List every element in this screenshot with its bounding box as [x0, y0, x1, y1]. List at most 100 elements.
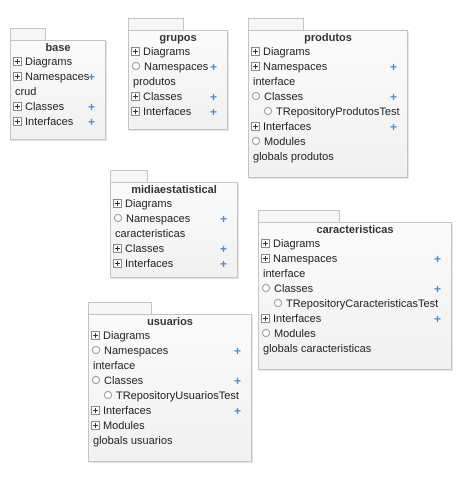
add-icon[interactable]: +	[219, 242, 227, 256]
expand-icon[interactable]	[113, 198, 122, 208]
section-diagrams[interactable]: Diagrams	[259, 237, 451, 252]
circle-node-icon	[262, 284, 270, 293]
section-classes[interactable]: Classes+	[249, 90, 407, 105]
row-label: globals produtos	[253, 151, 334, 163]
section-interfaces[interactable]: Interfaces+	[129, 105, 227, 120]
expand-icon[interactable]	[131, 106, 140, 116]
section-interfaces[interactable]: Interfaces+	[259, 312, 451, 327]
add-icon[interactable]: +	[209, 90, 217, 104]
row-label: Namespaces	[273, 253, 338, 265]
section-classes[interactable]: Classes+	[129, 90, 227, 105]
circle-node-icon	[262, 329, 270, 338]
row-label: Diagrams	[143, 46, 191, 58]
section-namespaces[interactable]: Namespaces+	[111, 212, 237, 227]
section-modules[interactable]: Modules	[249, 135, 407, 150]
section-interfaces[interactable]: Interfaces+	[89, 404, 251, 419]
row-label: Namespaces	[144, 61, 209, 73]
class-item[interactable]: TRepositoryProdutosTest	[249, 105, 407, 120]
section-diagrams[interactable]: Diagrams	[129, 45, 227, 60]
expand-icon[interactable]	[261, 253, 270, 263]
add-icon[interactable]: +	[233, 404, 241, 418]
section-diagrams[interactable]: Diagrams	[111, 197, 237, 212]
expand-icon[interactable]	[13, 56, 22, 66]
namespace-value: globals produtos	[249, 150, 407, 165]
row-label: TRepositoryUsuariosTest	[116, 390, 239, 402]
package-title: grupos	[159, 32, 197, 44]
class-item[interactable]: TRepositoryUsuariosTest	[89, 389, 251, 404]
expand-icon[interactable]	[261, 313, 270, 323]
add-icon[interactable]: +	[433, 282, 441, 296]
class-item[interactable]: TRepositoryCaracteristicasTest	[259, 297, 451, 312]
expand-icon[interactable]	[13, 71, 22, 81]
section-modules[interactable]: Modules	[259, 327, 451, 342]
expand-icon[interactable]	[131, 91, 140, 101]
row-label: caracteristicas	[115, 228, 186, 240]
expand-icon[interactable]	[131, 46, 140, 56]
section-classes[interactable]: Classes +	[259, 282, 451, 297]
expand-icon[interactable]	[13, 116, 22, 126]
row-label: Interfaces	[125, 258, 174, 270]
section-diagrams[interactable]: Diagrams	[11, 55, 105, 70]
expand-icon[interactable]	[251, 46, 260, 56]
expand-icon[interactable]	[251, 61, 260, 71]
namespace-value: caracteristicas	[111, 227, 237, 242]
package-tab	[110, 170, 148, 183]
row-label: Modules	[274, 328, 316, 340]
section-namespaces[interactable]: Namespaces +	[249, 60, 407, 75]
expand-icon[interactable]	[113, 243, 122, 253]
add-icon[interactable]: +	[87, 70, 95, 84]
add-icon[interactable]: +	[209, 60, 217, 74]
package-tab	[128, 18, 184, 31]
expand-icon[interactable]	[251, 121, 260, 131]
add-icon[interactable]: +	[87, 100, 95, 114]
add-icon[interactable]: +	[87, 115, 95, 129]
add-icon[interactable]: +	[219, 257, 227, 271]
circle-node-icon	[274, 299, 282, 308]
expand-icon[interactable]	[261, 238, 270, 248]
namespace-value: interface	[89, 359, 251, 374]
section-namespaces[interactable]: Namespaces+	[11, 70, 105, 85]
row-label: produtos	[133, 76, 176, 88]
section-diagrams[interactable]: Diagrams	[89, 329, 251, 344]
row-label: Classes	[274, 283, 314, 295]
add-icon[interactable]: +	[209, 105, 217, 119]
section-classes[interactable]: Classes+	[111, 242, 237, 257]
section-interfaces[interactable]: Interfaces+	[11, 115, 105, 130]
section-classes[interactable]: Classes+	[89, 374, 251, 389]
expand-icon[interactable]	[91, 420, 100, 430]
add-icon[interactable]: +	[219, 212, 227, 226]
section-modules[interactable]: Modules	[89, 419, 251, 434]
add-icon[interactable]: +	[433, 312, 441, 326]
expand-icon[interactable]	[91, 330, 100, 340]
row-label: Namespaces	[263, 61, 328, 73]
add-icon[interactable]: +	[389, 60, 397, 74]
section-namespaces[interactable]: Namespaces+	[129, 60, 227, 75]
section-namespaces[interactable]: Namespaces +	[259, 252, 451, 267]
section-namespaces[interactable]: Namespaces+	[89, 344, 251, 359]
expand-icon[interactable]	[91, 405, 100, 415]
add-icon[interactable]: +	[433, 252, 441, 266]
section-classes[interactable]: Classes+	[11, 100, 105, 115]
section-interfaces[interactable]: Interfaces +	[111, 257, 237, 272]
expand-icon[interactable]	[113, 258, 122, 268]
section-interfaces[interactable]: Interfaces+	[249, 120, 407, 135]
row-label: Diagrams	[273, 238, 321, 250]
circle-node-icon	[252, 137, 260, 146]
section-diagrams[interactable]: Diagrams	[249, 45, 407, 60]
add-icon[interactable]: +	[233, 344, 241, 358]
namespace-value: crud	[11, 85, 105, 100]
add-icon[interactable]: +	[389, 90, 397, 104]
circle-node-icon	[92, 346, 100, 355]
add-icon[interactable]: +	[389, 120, 397, 134]
row-label: Namespaces	[25, 71, 90, 83]
add-icon[interactable]: +	[233, 374, 241, 388]
expand-icon[interactable]	[13, 101, 22, 111]
